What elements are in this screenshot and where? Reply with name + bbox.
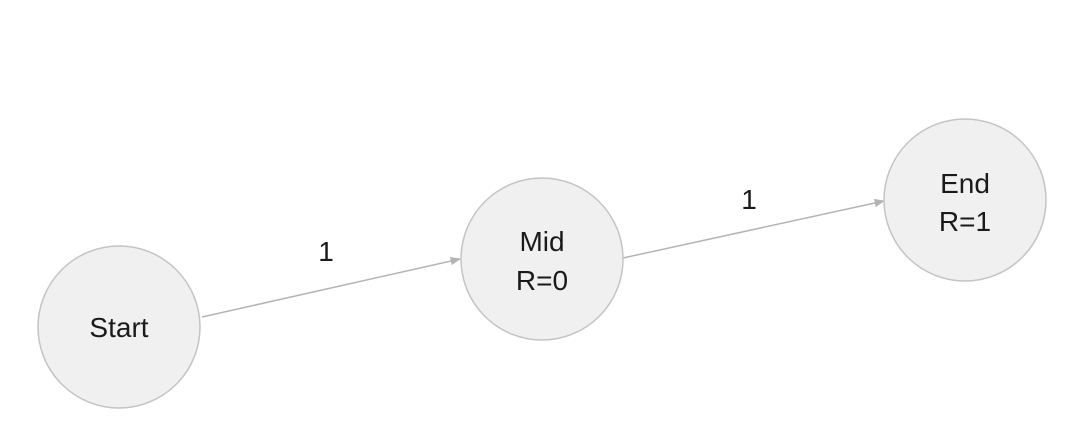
- node-start[interactable]: Start: [37, 245, 201, 409]
- node-mid-circle: [460, 177, 624, 341]
- edge-start-to-mid: 1: [201, 236, 462, 318]
- edge-start-to-mid-line: [201, 256, 462, 318]
- node-end-label-line2: R=1: [939, 206, 991, 237]
- edge-start-to-mid-label: 1: [318, 236, 334, 267]
- node-end-label-line1: End: [940, 168, 990, 199]
- node-mid-label-line2: R=0: [516, 265, 568, 296]
- node-end-circle: [883, 118, 1047, 282]
- node-start-label: Start: [89, 312, 148, 343]
- node-mid[interactable]: Mid R=0: [460, 177, 624, 341]
- node-end[interactable]: End R=1: [883, 118, 1047, 282]
- node-start-circle: [37, 245, 201, 409]
- node-mid-label-line1: Mid: [519, 226, 564, 257]
- edge-mid-to-end: 1: [622, 184, 886, 259]
- edge-mid-to-end-label: 1: [741, 184, 757, 215]
- edge-mid-to-end-line: [622, 198, 886, 259]
